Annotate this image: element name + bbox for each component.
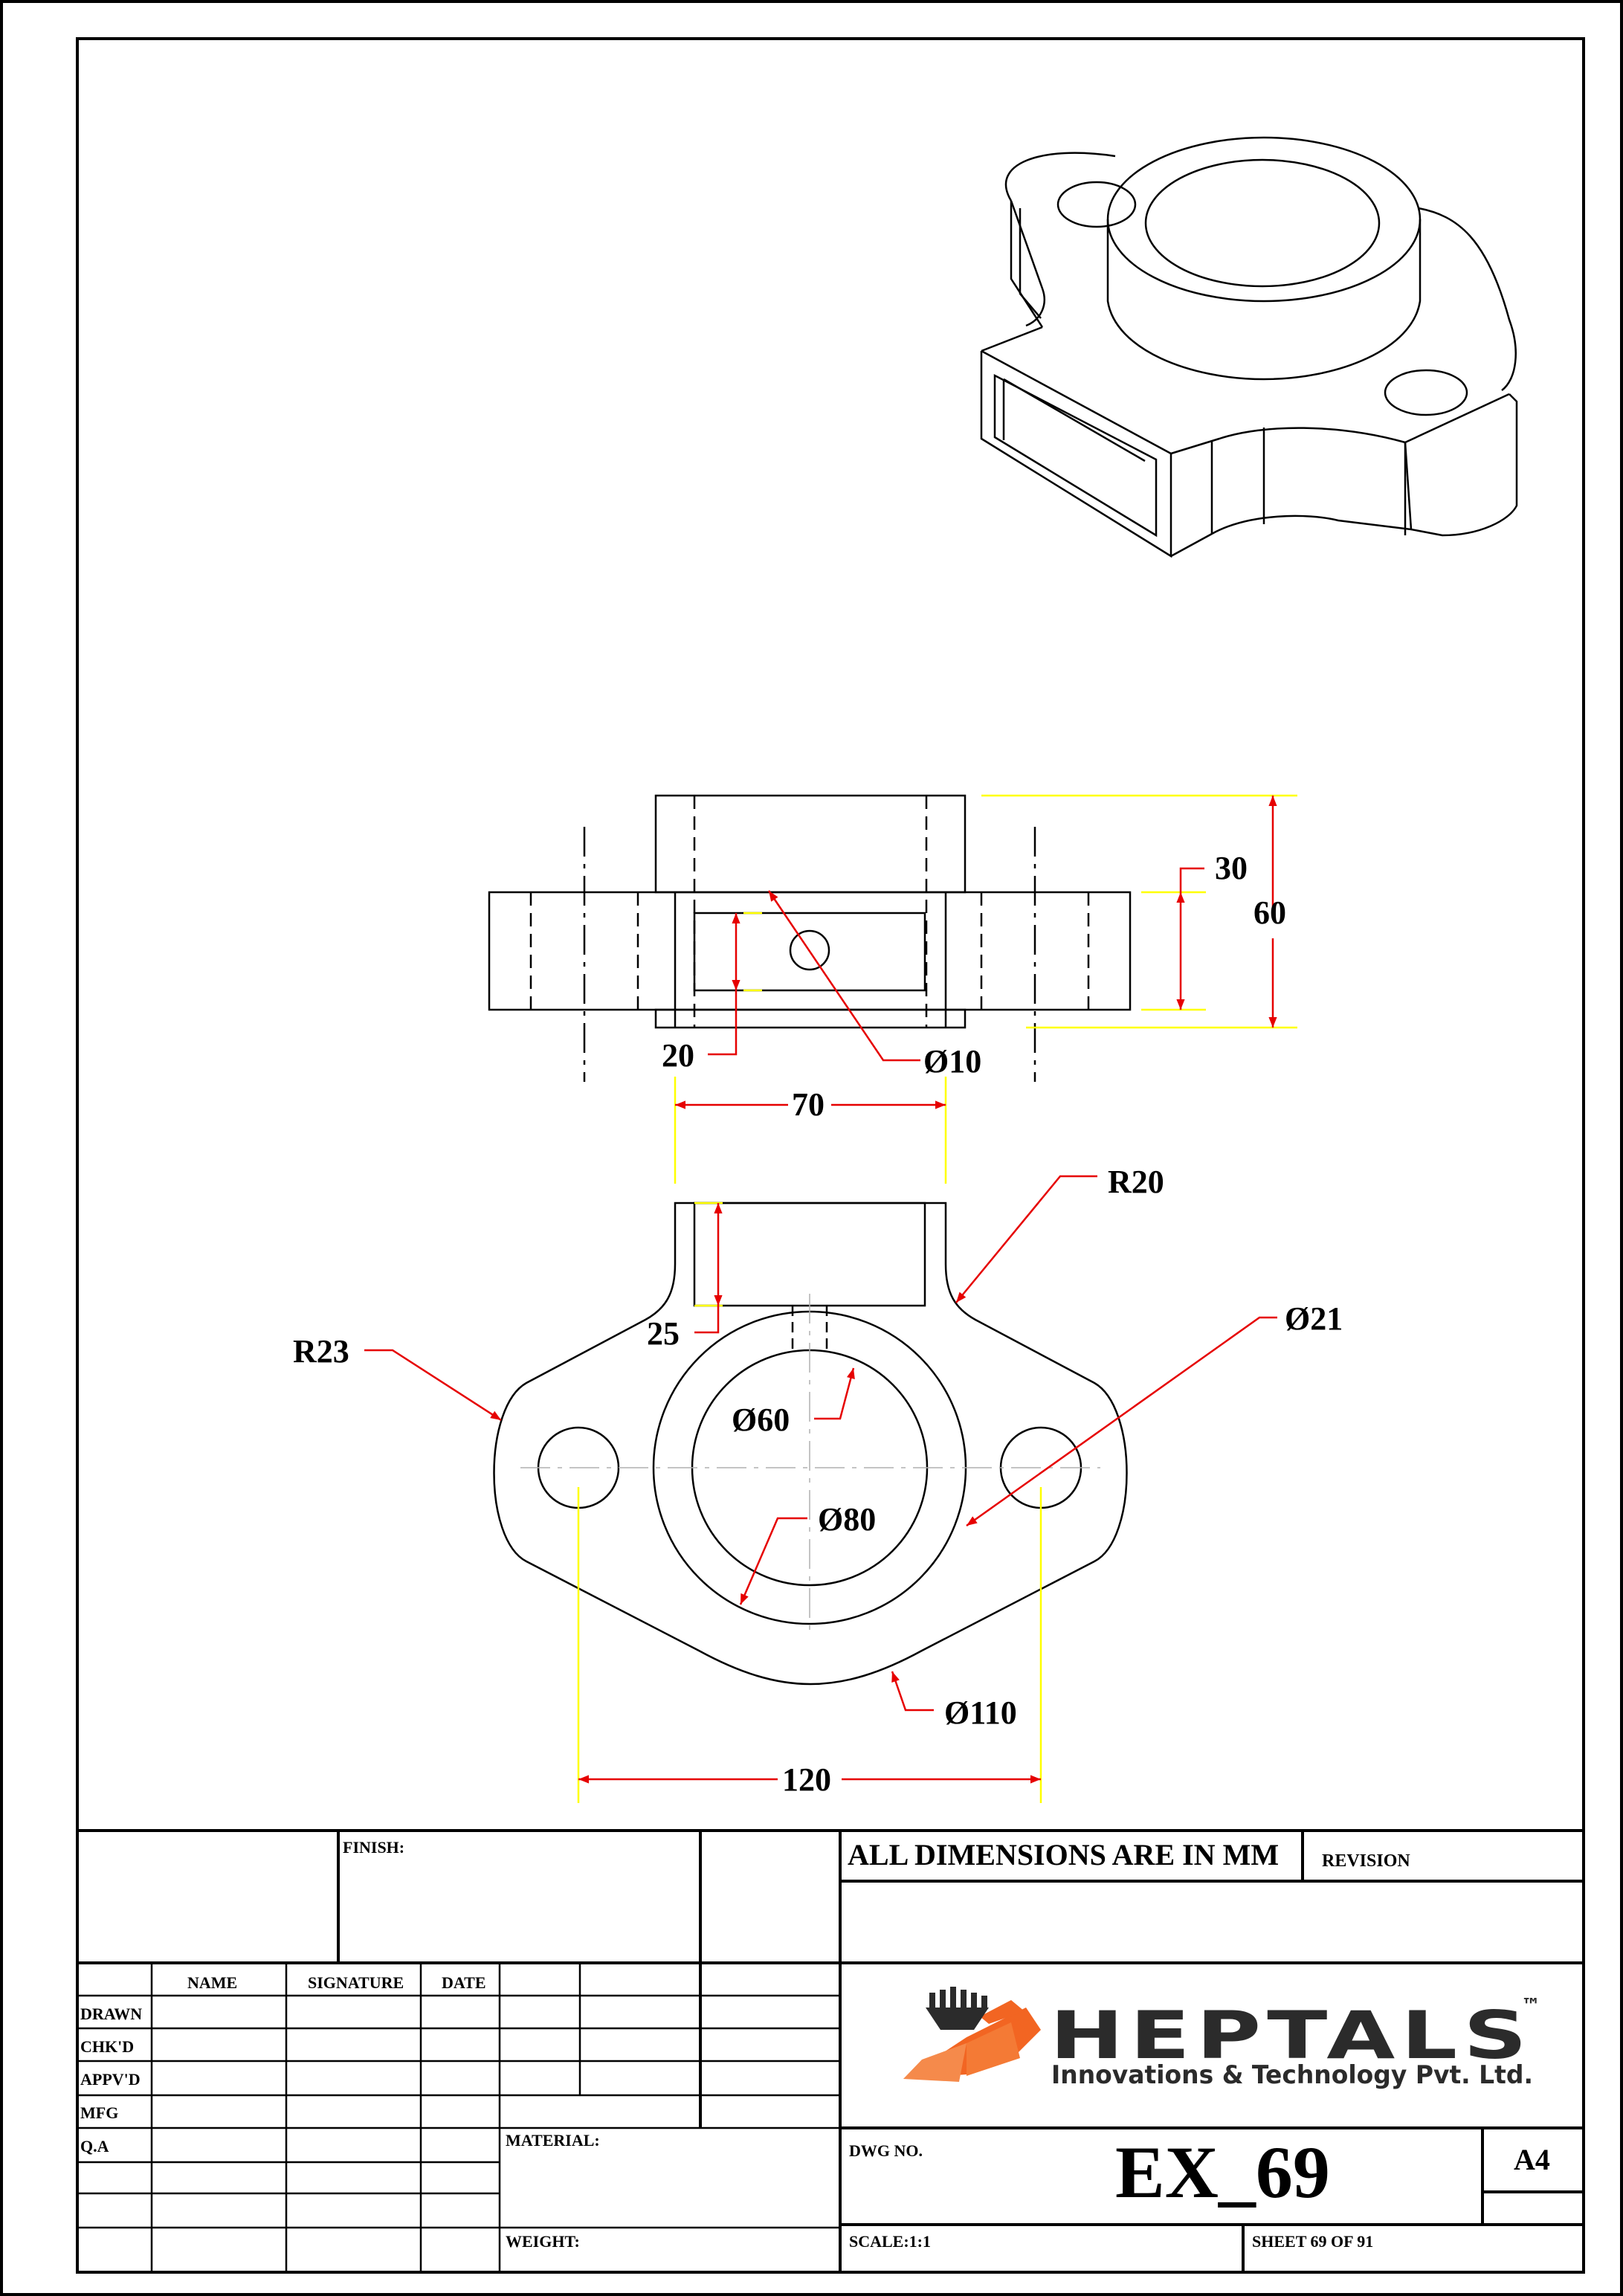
row-mfg: MFG: [80, 2103, 118, 2122]
inner-border: [76, 37, 1585, 2274]
sheet-number: SHEET 69 OF 91: [1252, 2232, 1373, 2251]
front-view: [488, 794, 1132, 1029]
isometric-view: [980, 136, 1518, 558]
iso-left-hole: [1056, 181, 1137, 228]
units-note: ALL DIMENSIONS ARE IN MM: [848, 1838, 1279, 1871]
extension-lines: [577, 794, 1297, 1803]
company-logo: HEPTALS ™ Innovations & Technology Pvt. …: [903, 1987, 1540, 2090]
col-name: NAME: [187, 1973, 237, 1992]
dim-120: 120: [782, 1761, 831, 1798]
logo-tm: ™: [1521, 1995, 1540, 2017]
material-label: MATERIAL:: [506, 2131, 600, 2150]
top-view: [493, 1202, 1128, 1686]
dim-70: 70: [792, 1086, 825, 1123]
dim-25: 25: [647, 1315, 680, 1352]
col-date: DATE: [442, 1973, 486, 1992]
iso-bore: [1144, 158, 1381, 288]
iso-boss-top: [1106, 136, 1422, 303]
dim-20: 20: [662, 1037, 694, 1074]
top-outline: [493, 1202, 1128, 1686]
col-signature: SIGNATURE: [308, 1973, 404, 1992]
row-approved: APPV'D: [80, 2070, 141, 2089]
dim-dia10: Ø10: [923, 1043, 981, 1080]
dim-dia80: Ø80: [818, 1501, 876, 1538]
dim-dia21: Ø21: [1285, 1300, 1343, 1337]
dim-30: 30: [1215, 850, 1248, 886]
dwg-number: EX_69: [1115, 2131, 1330, 2213]
top-centerlines: [520, 1294, 1100, 1632]
title-block: [77, 1829, 1584, 2272]
sheet-size: A4: [1514, 2143, 1550, 2176]
logo-name: HEPTALS: [1050, 1997, 1533, 2074]
dim-60: 60: [1253, 894, 1286, 931]
front-boss: [654, 794, 967, 894]
row-qa: Q.A: [80, 2137, 109, 2155]
logo-tagline: Innovations & Technology Pvt. Ltd.: [1051, 2060, 1533, 2090]
row-drawn: DRAWN: [80, 2005, 142, 2023]
iso-right-hole: [1384, 369, 1468, 416]
dim-r23: R23: [293, 1333, 349, 1370]
dim-r20: R20: [1108, 1164, 1164, 1200]
dim-dia60: Ø60: [732, 1402, 790, 1438]
revision-label: REVISION: [1322, 1851, 1410, 1871]
weight-label: WEIGHT:: [506, 2232, 580, 2251]
row-checked: CHK'D: [80, 2037, 134, 2056]
front-hidden-lines: [529, 796, 1090, 1028]
revision-table-grid: [77, 1963, 840, 2272]
front-pin-hole: [789, 929, 830, 971]
title-block-text: FINISH: ALL DIMENSIONS ARE IN MM REVISIO…: [80, 1838, 1550, 2251]
scale: SCALE:1:1: [849, 2232, 931, 2251]
dim-dia110: Ø110: [944, 1694, 1017, 1731]
front-base: [654, 1008, 967, 1029]
top-tube-slot: [693, 1202, 926, 1307]
dimension-labels: 30 60 20 Ø10 70 R20 Ø21 R23 25 Ø60 Ø80 Ø…: [293, 850, 1343, 1798]
dimension-lines: [364, 796, 1277, 1784]
finish-label: FINISH:: [343, 1838, 404, 1857]
top-hidden-lines: [791, 1306, 828, 1353]
dwg-no-label: DWG NO.: [849, 2141, 923, 2160]
logo-emblem-icon: [903, 1987, 1041, 2082]
front-centerlines: [583, 827, 1036, 1082]
